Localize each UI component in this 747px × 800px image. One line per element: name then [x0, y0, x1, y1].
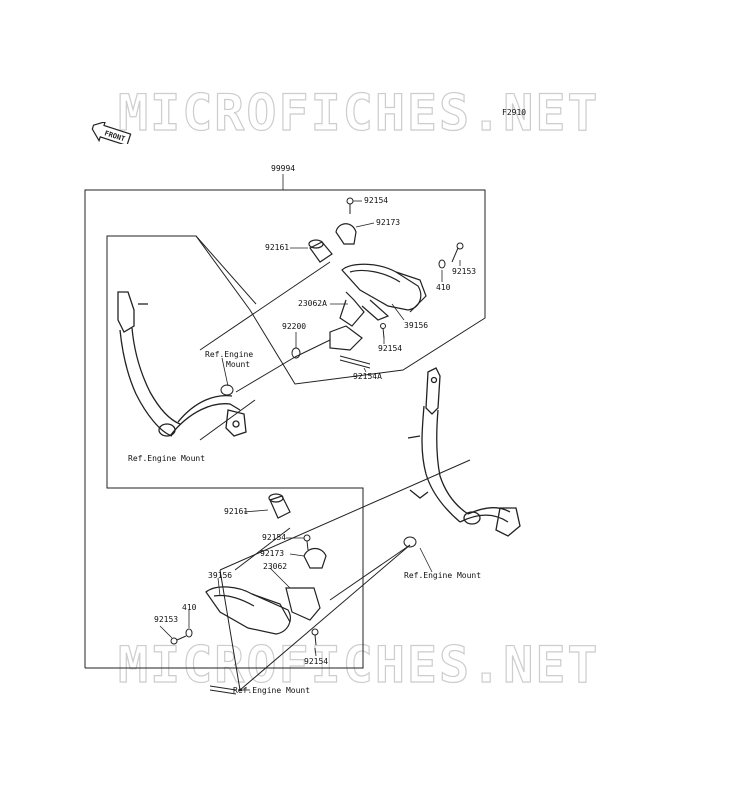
washer-410-right	[438, 259, 446, 269]
label-92200: 92200	[282, 322, 307, 331]
bolt-92153-right	[451, 242, 464, 263]
bracket-23062A	[329, 325, 363, 351]
guide-line	[199, 261, 331, 351]
label-ref-engine-mount-3: Ref.Engine Mount	[233, 686, 311, 695]
slider-top	[339, 263, 427, 327]
label-ref-engine-mount-1: Ref.Engine	[205, 350, 254, 359]
guide-line	[235, 356, 296, 393]
front-arrow-icon: FRONT	[91, 122, 132, 144]
label-ref-engine-mount-1b: Mount	[226, 360, 251, 369]
label-23062: 23062	[263, 562, 288, 571]
guide-line	[234, 527, 291, 571]
label-92154-bottom: 92154	[304, 657, 329, 666]
bolt-92154-low	[303, 534, 311, 551]
label-92153-right: 92153	[452, 267, 477, 276]
assembly-outline-top	[84, 189, 486, 669]
label-410-right: 410	[436, 283, 451, 292]
label-92161-top: 92161	[265, 243, 290, 252]
leader-lines	[159, 174, 461, 691]
label-39156-low: 39156	[208, 571, 233, 580]
frame-bracket-left	[117, 291, 247, 437]
clamp-92173-top	[335, 223, 357, 245]
spacer-right	[403, 536, 417, 548]
washer-410-low	[185, 628, 193, 638]
slider-low	[205, 586, 291, 635]
bolt-ref-mount-bottom	[209, 685, 237, 695]
label-92173-top: 92173	[376, 218, 401, 227]
bracket-23062	[285, 587, 321, 621]
label-92154-low: 92154	[262, 533, 287, 542]
figure-code: F2910	[502, 108, 527, 117]
label-39156-right: 39156	[404, 321, 429, 330]
label-ref-engine-mount-2: Ref.Engine Mount	[128, 454, 206, 463]
bolt-92154-top	[346, 197, 354, 214]
guide-line	[195, 235, 257, 305]
collar-92161-low	[268, 493, 291, 519]
label-92154-top: 92154	[364, 196, 389, 205]
guide-line	[294, 339, 331, 358]
label-92154A: 92154A	[353, 372, 382, 381]
guide-line	[329, 544, 411, 601]
label-92173-low: 92173	[260, 549, 285, 558]
label-92154-mid: 92154	[378, 344, 403, 353]
frame-bracket-right	[407, 367, 521, 537]
spacer-ref-mount	[220, 384, 234, 396]
bolt-92154-mid	[380, 323, 386, 339]
guide-line	[219, 459, 471, 571]
label-23062A: 23062A	[298, 299, 327, 308]
bolt-92154A	[339, 355, 371, 369]
guide-line	[219, 569, 241, 691]
guide-line	[239, 544, 411, 691]
clamp-92173-low	[303, 547, 327, 569]
label-99994: 99994	[271, 164, 296, 173]
label-92161-low: 92161	[224, 507, 249, 516]
watermark-bottom: MICROFICHES.NET	[117, 635, 600, 694]
label-ref-engine-mount-4: Ref.Engine Mount	[404, 571, 482, 580]
collar-92161-top	[308, 239, 333, 263]
label-92153-low: 92153	[154, 615, 179, 624]
bolt-92154-bottom	[311, 628, 319, 646]
bolt-92153-low	[170, 635, 187, 645]
label-410-low: 410	[182, 603, 197, 612]
watermark-top: MICROFICHES.NET	[117, 83, 600, 142]
